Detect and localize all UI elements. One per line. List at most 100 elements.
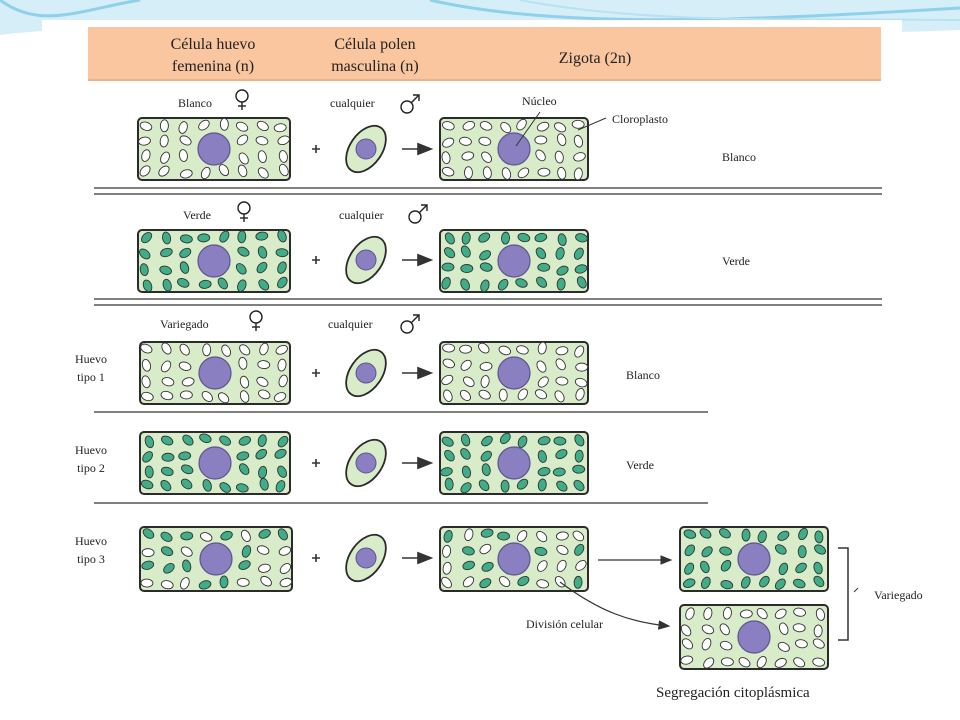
chloroplast xyxy=(279,577,293,588)
segregation-label: Segregación citoplásmica xyxy=(656,685,810,701)
chloroplast xyxy=(139,263,149,277)
chloroplast xyxy=(160,390,174,401)
chloroplast xyxy=(444,449,455,462)
chloroplast xyxy=(795,639,808,649)
chloroplast xyxy=(537,560,548,572)
chloroplast xyxy=(701,624,715,635)
chloroplast xyxy=(719,528,731,539)
chloroplast xyxy=(535,149,546,162)
chloroplast xyxy=(555,376,569,386)
row1-female-label: Blanco xyxy=(178,96,212,110)
chloroplast xyxy=(235,263,247,275)
chloroplast xyxy=(557,166,567,180)
egg-type-1-label: Huevo tipo 1 xyxy=(62,350,120,386)
chloroplast xyxy=(257,246,268,259)
nucleus xyxy=(497,244,531,278)
chloroplast xyxy=(161,377,175,387)
chloroplast xyxy=(179,135,192,146)
chloroplast xyxy=(516,118,527,131)
header-pollen-line1: Célula polen xyxy=(334,36,416,53)
chloroplast xyxy=(461,231,471,245)
chloroplast xyxy=(144,465,154,479)
chloroplast xyxy=(498,576,511,587)
pollen-nucleus xyxy=(355,362,377,384)
chloroplast xyxy=(719,623,730,636)
chloroplast xyxy=(198,119,210,131)
chloroplast xyxy=(441,276,451,290)
chloroplast xyxy=(536,579,550,589)
chloroplast xyxy=(237,246,250,257)
chloroplast xyxy=(197,233,211,243)
header-egg-line2: femenina (n) xyxy=(171,58,255,75)
chloroplast xyxy=(461,151,475,161)
nucleus xyxy=(197,132,231,166)
egg-type-2-line1: Huevo xyxy=(75,443,107,457)
egg-type-3-label: Huevo tipo 3 xyxy=(62,532,120,568)
chloroplast xyxy=(180,531,194,541)
chloroplast xyxy=(557,233,567,247)
chloroplast xyxy=(573,575,583,589)
chloroplast xyxy=(278,374,288,388)
chloroplast xyxy=(499,432,511,445)
chloroplast xyxy=(462,376,475,387)
row2-female-label: Verde xyxy=(183,208,211,222)
egg-type-3-line1: Huevo xyxy=(75,534,107,548)
chloroplast xyxy=(573,134,584,148)
chloroplast xyxy=(258,389,271,400)
chloroplast xyxy=(217,277,228,290)
chloroplast xyxy=(461,465,472,479)
chloroplast xyxy=(142,528,155,539)
chloroplast xyxy=(684,562,695,575)
chloroplast xyxy=(241,545,252,558)
chloroplast xyxy=(574,377,588,388)
chloroplast xyxy=(501,167,512,180)
chloroplast xyxy=(536,276,548,288)
chloroplast xyxy=(277,435,289,448)
chloroplast xyxy=(277,135,290,146)
chloroplast xyxy=(236,134,249,146)
chloroplast xyxy=(200,166,211,180)
chloroplast xyxy=(684,544,696,557)
chloroplast xyxy=(478,136,492,146)
chloroplast xyxy=(160,531,173,542)
chloroplast xyxy=(277,261,287,274)
chloroplast xyxy=(700,560,710,574)
chloroplast xyxy=(277,229,287,243)
chloroplast xyxy=(778,562,789,576)
chloroplast xyxy=(537,436,551,446)
chloroplast xyxy=(179,390,193,400)
chloroplast xyxy=(160,466,174,477)
nucleus-label: Núcleo xyxy=(522,94,557,108)
chloroplast xyxy=(777,530,790,541)
chloroplast xyxy=(719,640,733,651)
chloroplast xyxy=(441,374,454,385)
chloroplast xyxy=(142,451,153,463)
chloroplast xyxy=(235,483,249,493)
chloroplast xyxy=(482,166,492,180)
header-pollen-line2: masculina (n) xyxy=(331,58,419,75)
chloroplast xyxy=(552,467,566,477)
chloroplast xyxy=(459,136,472,146)
chloroplast xyxy=(257,434,267,447)
nucleus xyxy=(497,356,531,390)
female-symbol-icon xyxy=(249,310,263,331)
chloroplast xyxy=(161,342,172,355)
chloroplast xyxy=(517,435,528,448)
chloroplast xyxy=(500,479,510,493)
chloroplast xyxy=(537,167,551,177)
chloroplast xyxy=(273,123,287,133)
chloroplast xyxy=(255,231,269,241)
chloroplast xyxy=(556,265,569,276)
chloroplast xyxy=(517,232,531,243)
chloroplast xyxy=(701,546,713,558)
chloroplast xyxy=(277,358,287,372)
male-symbol-icon xyxy=(408,204,428,224)
chloroplast xyxy=(259,342,269,356)
chloroplast xyxy=(703,607,713,620)
chloroplast xyxy=(555,247,565,260)
chloroplast xyxy=(516,345,529,355)
male-symbol-icon xyxy=(400,94,420,114)
chloroplast xyxy=(238,436,252,446)
chloroplast xyxy=(759,575,770,588)
